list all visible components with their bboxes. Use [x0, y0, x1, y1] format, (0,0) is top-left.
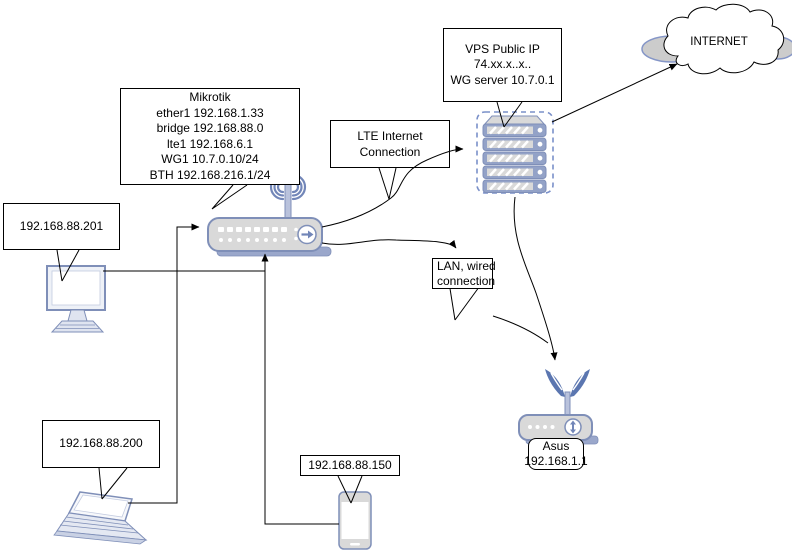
lan-line2: connection [437, 273, 496, 288]
vps-info-callout: VPS Public IP 74.xx.x..x.. WG server 10.… [443, 28, 562, 102]
asus-router-label: Asus 192.168.1.1 [524, 438, 588, 470]
lte-connection-callout: LTE Internet Connection [330, 120, 450, 168]
asus-router-icon [518, 369, 599, 445]
asus-name: Asus [542, 439, 570, 453]
phone-ip: 192.168.88.150 [308, 457, 392, 472]
mikrotik-wg1: WG1 10.7.0.10/24 [161, 152, 259, 166]
mikrotik-bth: BTH 192.168.216.1/24 [149, 167, 271, 182]
laptop-ip-callout: 192.168.88.200 [42, 420, 160, 468]
lan-connection-callout: LAN, wired connection [432, 258, 496, 289]
vps-title: VPS Public IP [465, 41, 540, 56]
monitor-ip-callout: 192.168.88.201 [3, 203, 120, 250]
phone-ip-callout: 192.168.88.150 [300, 455, 400, 476]
mikrotik-lte1: lte1 192.168.6.1 [166, 136, 254, 151]
desktop-monitor-icon [46, 265, 106, 333]
mikrotik-router-icon [207, 173, 332, 257]
internet-cloud: INTERNET [641, 3, 792, 75]
laptop-icon [53, 491, 148, 545]
router-body [207, 217, 323, 252]
vps-public-ip: 74.xx.x..x.. [473, 57, 532, 72]
mikrotik-bridge: bridge 192.168.88.0 [156, 121, 264, 135]
mikrotik-ether1: ether1 192.168.1.33 [156, 105, 264, 120]
monitor-ip: 192.168.88.201 [19, 218, 104, 233]
up-down-arrow-icon [570, 420, 576, 434]
wifi-fan-icon [545, 369, 590, 397]
cloud-icon [663, 3, 785, 75]
router-ports [218, 227, 298, 242]
vps-server-icon [476, 111, 554, 194]
lte-line2: Connection [359, 145, 421, 159]
internet-label: INTERNET [690, 36, 748, 48]
asus-ip: 192.168.1.1 [524, 454, 588, 468]
smartphone-icon [338, 491, 372, 550]
router-leds [528, 425, 555, 429]
mikrotik-title: Mikrotik [189, 90, 231, 104]
laptop-ip: 192.168.88.200 [59, 436, 143, 451]
vps-wg-server: WG server 10.7.0.1 [450, 72, 555, 87]
mikrotik-info-callout: Mikrotik ether1 192.168.1.33 bridge 192.… [120, 88, 300, 185]
lan-line1: LAN, wired [437, 259, 496, 273]
right-arrow-icon [301, 230, 314, 239]
lte-line1: LTE Internet [357, 129, 423, 143]
